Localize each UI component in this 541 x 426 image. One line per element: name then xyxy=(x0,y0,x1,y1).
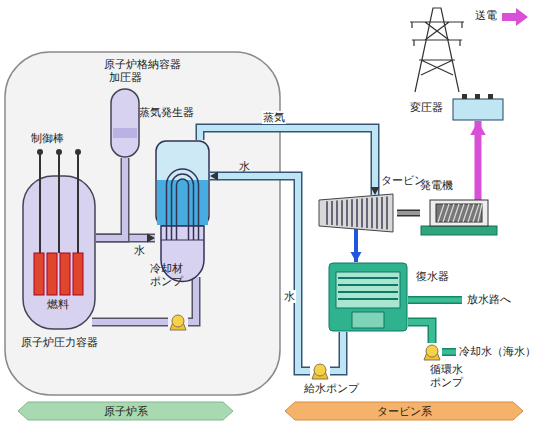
flow-label: 蒸気 xyxy=(262,111,286,124)
part-label: 原子炉圧力容器 xyxy=(21,336,98,349)
pipe-connector xyxy=(408,322,432,343)
part-label: 加圧器 xyxy=(109,71,142,84)
system-band: タービン系 xyxy=(285,402,523,420)
pipe-connector xyxy=(470,121,485,200)
pipe-connector xyxy=(92,322,168,323)
pipe-connector xyxy=(188,277,196,322)
pipe-connector xyxy=(351,229,362,262)
power-arrow xyxy=(502,8,528,26)
control-rod-label: 制御棒 xyxy=(30,132,65,145)
part-label: 蒸気発生器 xyxy=(139,106,194,119)
transmission-tower xyxy=(410,8,464,92)
system-band: 原子炉系 xyxy=(18,402,233,420)
fuel-label: 燃料 xyxy=(46,298,70,311)
plant-part: 循環水ポンプ xyxy=(422,343,442,361)
part-shape xyxy=(310,362,330,380)
plant-part: 加圧器 xyxy=(110,88,140,158)
part-shape xyxy=(110,88,140,158)
part-shape xyxy=(315,192,397,234)
part-label: 原子炉格納容器 xyxy=(104,58,181,71)
outlet-pipe xyxy=(408,296,462,304)
plant-part: タービン xyxy=(315,192,397,234)
pipe-connector xyxy=(210,172,310,371)
part-label: 給水ポンプ xyxy=(304,382,359,395)
outlet-label: 放水路へ xyxy=(466,293,512,306)
part-label: タービン xyxy=(381,174,425,187)
plant-part: 原子炉格納容器加圧器原子炉圧力容器蒸気発生器冷却材ポンプ xyxy=(5,52,280,395)
plant-part: 復水器 xyxy=(328,262,408,332)
flow-label: 水 xyxy=(133,244,146,257)
part-shape xyxy=(328,262,408,332)
flow-label: 水 xyxy=(238,160,251,173)
transmission-label: 送電 xyxy=(474,9,498,22)
flow-label: 水 xyxy=(283,290,296,303)
part-shape xyxy=(452,93,504,121)
part-shape xyxy=(422,343,442,361)
part-label: 復水器 xyxy=(416,270,449,283)
part-label: 発電機 xyxy=(420,179,453,192)
part-label: 変圧器 xyxy=(410,101,443,114)
pipe-connector xyxy=(96,158,125,238)
plant-part: 冷却材ポンプ xyxy=(168,313,188,331)
plant-part: 変圧器 xyxy=(452,93,504,121)
part-shape xyxy=(420,198,498,236)
part-label: 原子炉系 xyxy=(104,405,148,418)
part-label: 循環水ポンプ xyxy=(430,363,466,389)
pipe-connector xyxy=(200,128,379,195)
pipe-connector xyxy=(330,332,343,371)
part-shape xyxy=(168,313,188,331)
part-label: タービン系 xyxy=(377,405,432,418)
control-rods xyxy=(38,150,80,176)
plant-part: 発電機 xyxy=(420,198,498,236)
inlet-pipe xyxy=(442,348,456,356)
containment-outline xyxy=(5,52,280,395)
plant-part: 給水ポンプ xyxy=(310,362,330,380)
part-label: 冷却材ポンプ xyxy=(150,262,186,288)
pipe-connector xyxy=(397,213,420,214)
seawater-label: 冷却水（海水） xyxy=(458,345,537,358)
